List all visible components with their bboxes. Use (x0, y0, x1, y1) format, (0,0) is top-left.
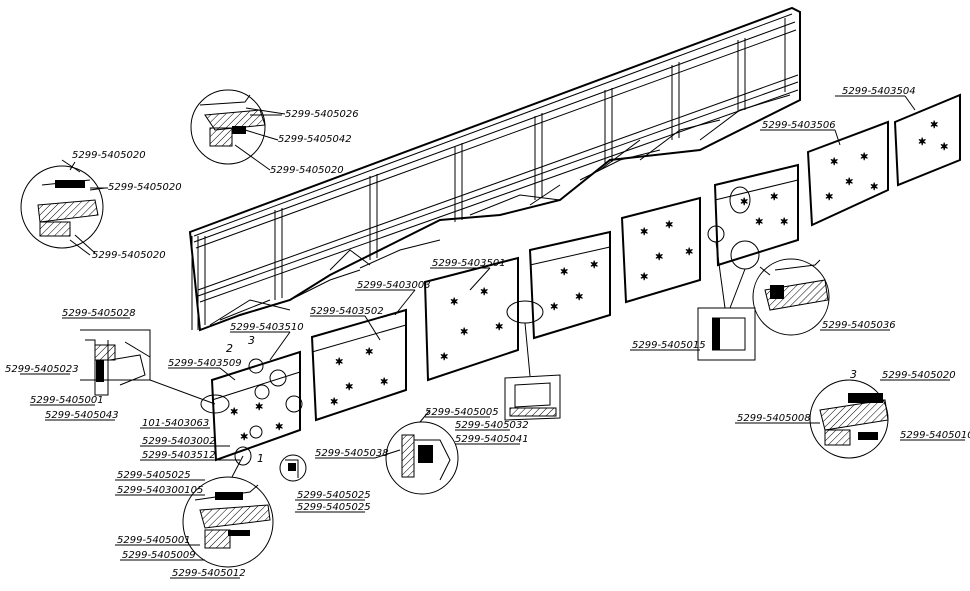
label: 5299-5405026 (285, 109, 359, 120)
svg-text:✶: ✶ (365, 347, 373, 358)
label: 5299-5405008 (737, 413, 811, 424)
label: 5299-5403506 (762, 120, 836, 131)
svg-text:✶: ✶ (450, 297, 458, 308)
svg-text:✶: ✶ (575, 292, 583, 303)
svg-text:✶: ✶ (230, 407, 238, 418)
svg-text:✶: ✶ (870, 182, 878, 193)
panel-5299-5403003 (423, 256, 519, 382)
label: 5299-5405020 (108, 182, 182, 193)
label: 5299-5405028 (62, 308, 136, 319)
svg-text:✶: ✶ (780, 217, 788, 228)
label: 5299-5405009 (122, 550, 196, 561)
svg-text:✶: ✶ (495, 322, 503, 333)
detail-left-middle (80, 329, 216, 405)
svg-text:✶: ✶ (345, 382, 353, 393)
label: 5299-5403002 (142, 436, 216, 447)
labels: 5299-5405026 5299-5405042 5299-5405020 5… (5, 86, 970, 579)
svg-text:✶: ✶ (825, 192, 833, 203)
label: 5299-5405042 (278, 134, 352, 145)
detail-circle-left (20, 161, 106, 254)
label: 5299-5405025 (117, 470, 191, 481)
label: 5299-5405032 (455, 420, 529, 431)
svg-text:✶: ✶ (930, 120, 938, 131)
svg-text:✶: ✶ (380, 377, 388, 388)
label: 5299-5405025 (297, 490, 371, 501)
svg-text:✶: ✶ (560, 267, 568, 278)
number-label: 2 (226, 342, 233, 355)
side-panels: ✶✶✶ ✶✶✶✶✶ ✶✶✶✶ ✶✶✶✶✶ ✶✶✶✶ ✶✶✶✶✶ ✶✶✶✶✶ ✶✶… (210, 93, 961, 462)
svg-text:✶: ✶ (460, 327, 468, 338)
svg-text:✶: ✶ (830, 157, 838, 168)
label: 5299-5405038 (315, 448, 389, 459)
number-label: 3 (248, 334, 255, 347)
label: 5299-5403509 (168, 358, 242, 369)
panel-mid-right (620, 196, 701, 304)
label: 5299-5405010 (900, 430, 970, 441)
detail-circle-bottom-left (182, 455, 274, 568)
label: 5299-5405020 (882, 370, 956, 381)
detail-seal-box (504, 322, 561, 421)
svg-text:✶: ✶ (665, 220, 673, 231)
svg-text:✶: ✶ (755, 217, 763, 228)
detail-bracket-1 (279, 454, 307, 482)
svg-text:✶: ✶ (655, 252, 663, 263)
svg-text:✶: ✶ (770, 192, 778, 203)
label: 5299-5405012 (172, 568, 246, 579)
label: 101-5403063 (142, 418, 209, 429)
panel-5299-5403502 (310, 308, 407, 422)
label: 5299-5403510 (230, 322, 304, 333)
leader-lines (20, 95, 965, 579)
svg-text:✶: ✶ (940, 142, 948, 153)
svg-text:✶: ✶ (330, 397, 338, 408)
svg-text:✶: ✶ (240, 432, 248, 443)
number-label: 3 (850, 368, 857, 381)
svg-text:✶: ✶ (480, 287, 488, 298)
svg-text:✶: ✶ (860, 152, 868, 163)
label: 5299-5405043 (45, 410, 119, 421)
svg-text:✶: ✶ (440, 352, 448, 363)
label: 5299-5405020 (270, 165, 344, 176)
bus-side-frame (188, 6, 801, 332)
panel-5299-5403506 (806, 120, 889, 227)
label: 5299-5405041 (455, 434, 529, 445)
svg-text:✶: ✶ (640, 272, 648, 283)
detail-circle-right (752, 258, 830, 336)
svg-text:✶: ✶ (275, 422, 283, 433)
label: 5299-5405025 (297, 502, 371, 513)
panel-5299-5403501 (528, 230, 611, 340)
label: 5299-5405020 (72, 150, 146, 161)
label: 5299-5403504 (842, 86, 916, 97)
label: 5299-5405015 (632, 340, 706, 351)
label: 5299-5403502 (310, 306, 384, 317)
label: 5299-5405023 (5, 364, 79, 375)
panel-right-mid (713, 163, 799, 267)
label: 5299-5403003 (357, 280, 431, 291)
label: 5299-5405020 (92, 250, 166, 261)
number-label: 1 (257, 452, 264, 465)
label: 5299-540300105 (117, 485, 203, 496)
svg-text:✶: ✶ (845, 177, 853, 188)
svg-text:✶: ✶ (550, 302, 558, 313)
detail-circle-center (385, 409, 459, 495)
label: 5299-5403501 (432, 258, 506, 269)
detail-circle-far-right (809, 379, 889, 459)
svg-text:✶: ✶ (255, 402, 263, 413)
label: 5299-5405005 (425, 407, 499, 418)
detail-circle-top (190, 89, 286, 171)
svg-text:✶: ✶ (685, 247, 693, 258)
panel-5299-5403504 (893, 93, 961, 187)
label: 5299-5405036 (822, 320, 896, 331)
detail-square-right (697, 241, 756, 361)
svg-text:✶: ✶ (640, 227, 648, 238)
label: 5299-5405001 (117, 535, 191, 546)
svg-text:✶: ✶ (918, 137, 926, 148)
label: 5299-5405001 (30, 395, 104, 406)
label: 5299-5403512 (142, 450, 216, 461)
svg-text:✶: ✶ (740, 197, 748, 208)
svg-text:✶: ✶ (335, 357, 343, 368)
svg-text:✶: ✶ (590, 260, 598, 271)
